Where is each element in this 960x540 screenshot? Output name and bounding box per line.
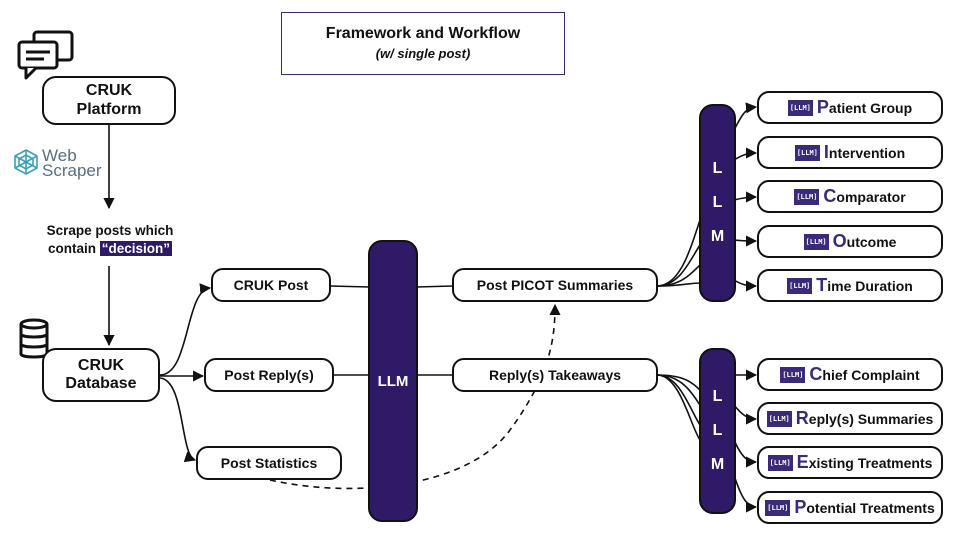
web-scraper-text-line2: Scraper — [42, 161, 102, 180]
output-label: ime Duration — [827, 277, 913, 294]
cruk-post-node: CRUK Post — [211, 268, 331, 302]
output-initial: E — [796, 452, 809, 472]
cruk-platform-node: CRUK Platform — [42, 76, 176, 125]
scrape-step-label: Scrape posts which contain “decision” — [20, 222, 200, 258]
output-label: omparator — [836, 188, 906, 205]
llm-tag: [LLM] — [794, 144, 820, 161]
web-scraper-text-line1: Web — [42, 146, 77, 165]
output-label: ntervention — [828, 144, 906, 161]
output-label: xisting Treatments — [808, 454, 933, 471]
llm-tag: [LLM] — [794, 188, 820, 205]
output-label: otential Treatments — [806, 499, 935, 516]
scrape-keyword: “decision” — [99, 241, 173, 257]
diagram-title: Framework and Workflow — [325, 25, 521, 42]
llm-tag: [LLM] — [803, 233, 829, 250]
scrape-line2-prefix: contain — [47, 241, 100, 257]
llm-tag: [LLM] — [765, 499, 791, 516]
output-initial: C — [823, 186, 837, 206]
database-line2: Database — [65, 375, 137, 392]
post-replies-node: Post Reply(s) — [204, 358, 334, 392]
scrape-line1: Scrape posts which — [46, 223, 174, 238]
database-line1: CRUK — [77, 356, 125, 374]
output-label: eply(s) Summaries — [808, 410, 934, 427]
picot-llm-letter: L — [712, 160, 723, 177]
reply-llm-letter: L — [712, 422, 723, 439]
reply-llm-letter: M — [710, 456, 725, 473]
output-initial: P — [794, 497, 807, 517]
diagram-title-box: Framework and Workflow (w/ single post) — [281, 12, 565, 75]
center-llm-label: LLM — [377, 372, 409, 390]
reply-llm-letter: L — [712, 388, 723, 405]
output-initial: T — [816, 275, 828, 295]
picot-llm-bar: L L M — [699, 104, 736, 302]
reply-takeaways-node: Reply(s) Takeaways — [452, 358, 658, 392]
center-llm-bar: LLM — [368, 240, 418, 522]
output-initial: O — [832, 231, 847, 251]
output-label: atient Group — [828, 99, 913, 116]
diagram-subtitle: (w/ single post) — [375, 46, 471, 61]
output-initial: P — [816, 97, 829, 117]
post-picot-summaries-node: Post PICOT Summaries — [452, 268, 658, 302]
picot-llm-letter: L — [712, 194, 723, 211]
platform-line2: Platform — [76, 100, 142, 118]
llm-tag: [LLM] — [767, 454, 793, 471]
llm-tag: [LLM] — [787, 277, 813, 294]
output-label: utcome — [846, 233, 897, 250]
llm-tag: [LLM] — [766, 410, 792, 427]
database-icon — [19, 318, 49, 359]
picot-llm-letter: M — [710, 228, 725, 245]
output-initial: C — [809, 364, 823, 384]
output-initial: I — [823, 142, 829, 162]
cruk-database-node: CRUK Database — [42, 348, 160, 402]
post-statistics-node: Post Statistics — [196, 446, 342, 480]
reply-llm-bar: L L M — [699, 348, 736, 514]
llm-tag: [LLM] — [780, 366, 806, 383]
web-scraper-logo-icon — [14, 149, 38, 175]
output-initial: R — [795, 408, 809, 428]
llm-tag: [LLM] — [787, 99, 813, 116]
output-label: hief Complaint — [822, 366, 920, 383]
chat-bubbles-icon — [17, 30, 74, 80]
platform-line1: CRUK — [85, 82, 133, 100]
